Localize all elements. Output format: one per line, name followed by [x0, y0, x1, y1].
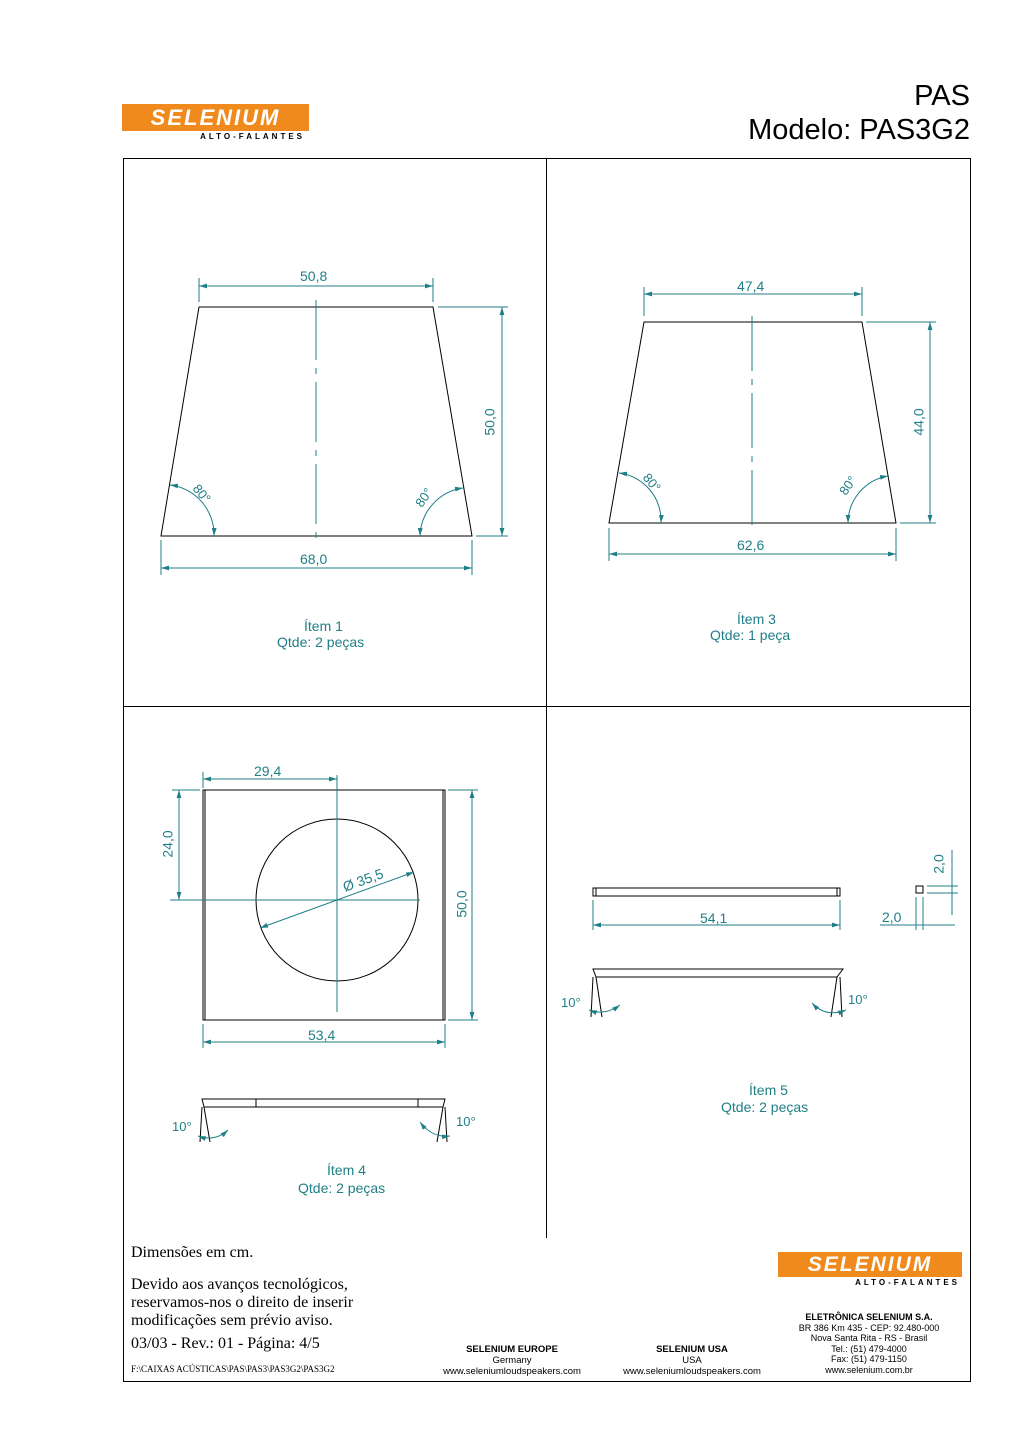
disclaimer-line1: Devido aos avanços tecnológicos, — [131, 1276, 348, 1293]
item5-bar-top — [592, 887, 841, 897]
europe-name: SELENIUM EUROPE — [466, 1344, 558, 1355]
item4-side-view — [201, 1098, 446, 1108]
item4-height-dim: 50,0 — [453, 890, 470, 918]
company-tel: Tel.: (51) 479-4000 — [831, 1343, 907, 1354]
disclaimer-line2: reservamos-nos o direito de inserir — [131, 1294, 354, 1311]
item1-angle-right-arc — [417, 486, 464, 537]
item1-height-dim: 50,0 — [481, 408, 498, 436]
item4-centerx-dim: 29,4 — [254, 763, 282, 779]
item1-qty: Qtde: 2 peças — [277, 634, 365, 650]
footer-usa: SELENIUM USA USA www.seleniumloudspeaker… — [612, 1344, 772, 1377]
company-fax: Fax: (51) 479-1150 — [831, 1354, 907, 1364]
item5-drawing — [588, 850, 958, 1018]
item5-section-h-dim: 2,0 — [930, 854, 947, 874]
item3-trapezoid — [608, 321, 897, 524]
revision-info: 03/03 - Rev.: 01 - Página: 4/5 — [131, 1335, 320, 1352]
item1-drawing — [160, 278, 508, 575]
item1-angle-left-arc — [169, 483, 217, 537]
item4-label: Ítem 4 — [327, 1162, 366, 1178]
footer-company: ELETRÔNICA SELENIUM S.A. BR 386 Km 435 -… — [782, 1312, 956, 1375]
item5-length-dim: 54,1 — [700, 910, 728, 926]
item1-label: Ítem 1 — [304, 618, 343, 634]
item4-drawing — [170, 772, 478, 1143]
item1-top-dim: 50,8 — [300, 268, 328, 284]
item5-angle-left: 10° — [561, 995, 581, 1010]
item3-angle-left-arc — [618, 471, 664, 524]
item4-qty: Qtde: 2 peças — [298, 1180, 386, 1196]
item5-angle-right: 10° — [848, 992, 868, 1007]
brand-logo-subtitle: ALTO-FALANTES — [200, 132, 305, 141]
usa-country: USA — [682, 1355, 702, 1366]
units-note: Dimensões em cm. — [131, 1244, 254, 1261]
brand-logo-bottom-text: SELENIUM — [778, 1252, 962, 1277]
item5-angle-left-arc — [588, 1004, 621, 1016]
item1-trapezoid — [160, 306, 473, 537]
item5-angle-right-arc — [811, 1002, 847, 1016]
europe-url[interactable]: www.seleniumloudspeakers.com — [443, 1366, 581, 1377]
brand-logo-top: SELENIUM ALTO-FALANTES — [122, 104, 309, 141]
brand-logo-text: SELENIUM — [122, 104, 309, 131]
item5-side-view — [592, 968, 844, 978]
item3-qty: Qtde: 1 peça — [710, 627, 791, 643]
item4-centery-dim: 24,0 — [159, 830, 176, 858]
item3-angle-right-arc — [845, 474, 889, 524]
item5-label: Ítem 5 — [749, 1082, 788, 1098]
item3-height-dim: 44,0 — [910, 408, 927, 436]
doc-title: PAS — [914, 80, 970, 112]
company-name: ELETRÔNICA SELENIUM S.A. — [805, 1312, 933, 1322]
item5-section — [915, 885, 924, 894]
item4-angle-left: 10° — [172, 1119, 192, 1134]
item1-bottom-dim: 68,0 — [300, 551, 328, 567]
item5-qty: Qtde: 2 peças — [721, 1099, 809, 1115]
file-path: F:\CAIXAS ACÚSTICAS\PAS\PAS3\PAS3G2\PAS3… — [131, 1364, 335, 1374]
item5-section-w-dim: 2,0 — [882, 909, 902, 925]
item3-label: Ítem 3 — [737, 611, 776, 627]
item3-bottom-dim: 62,6 — [737, 537, 765, 553]
usa-url[interactable]: www.seleniumloudspeakers.com — [623, 1366, 761, 1377]
footer-europe: SELENIUM EUROPE Germany www.seleniumloud… — [432, 1344, 592, 1377]
brand-logo-bottom: SELENIUM ALTO-FALANTES — [778, 1252, 962, 1287]
company-address1: BR 386 Km 435 - CEP: 92.480-000 — [798, 1322, 940, 1333]
company-url[interactable]: www.selenium.com.br — [825, 1364, 913, 1375]
europe-country: Germany — [492, 1355, 532, 1366]
disclaimer-line3: modificações sem prévio aviso. — [131, 1312, 333, 1329]
doc-model: Modelo: PAS3G2 — [748, 114, 970, 146]
item4-angle-right: 10° — [456, 1114, 476, 1129]
brand-logo-bottom-subtitle: ALTO-FALANTES — [855, 1278, 960, 1287]
item4-angle-right-arc — [419, 1121, 451, 1140]
item4-angle-left-arc — [197, 1129, 229, 1141]
item4-plate — [202, 789, 446, 1021]
item3-drawing — [608, 287, 936, 561]
item3-top-dim: 47,4 — [737, 278, 765, 294]
company-address2: Nova Santa Rita - RS - Brasil — [810, 1333, 928, 1343]
usa-name: SELENIUM USA — [656, 1344, 728, 1355]
item4-diameter-line — [259, 871, 415, 929]
item4-width-dim: 53,4 — [308, 1027, 336, 1043]
